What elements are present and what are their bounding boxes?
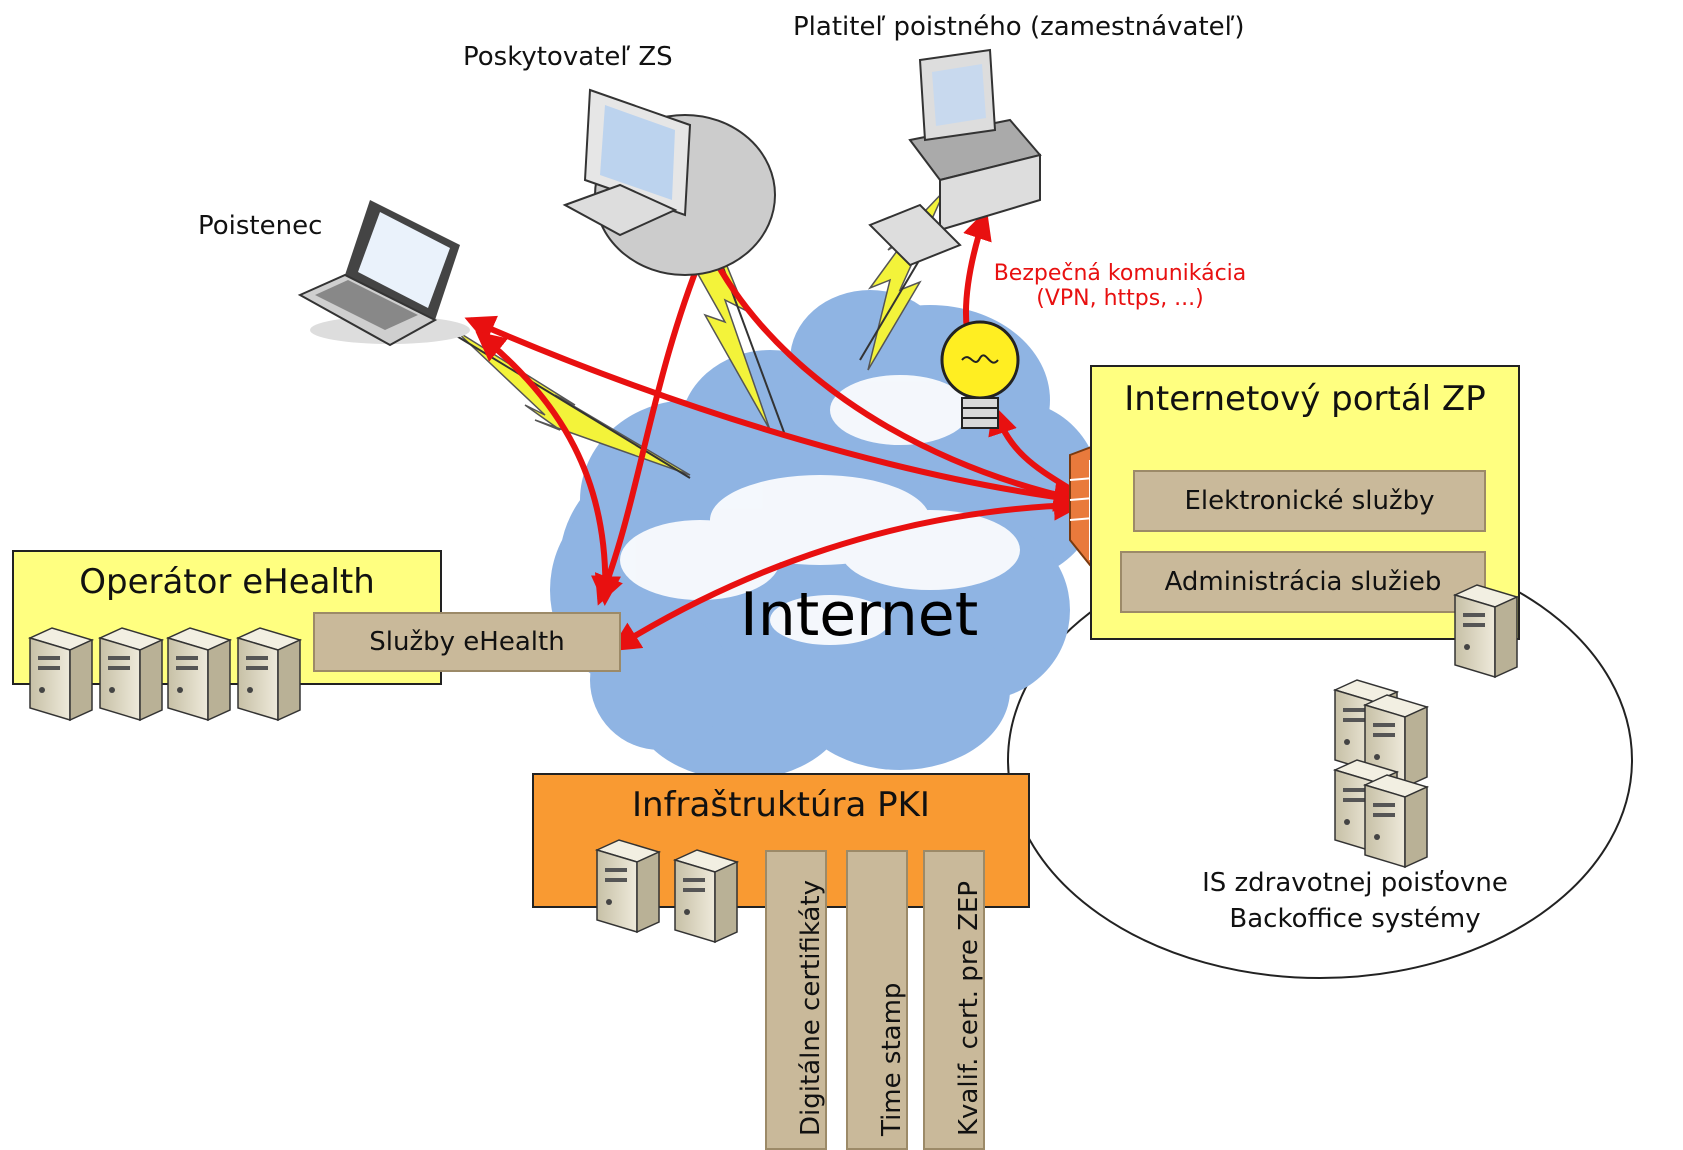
pki-title: Infraštruktúra PKI	[632, 785, 930, 825]
pki-column-timestamp-label: Time stamp	[877, 982, 907, 1136]
ehealth-services-box: Služby eHealth	[313, 612, 621, 672]
electronic-services-label: Elektronické služby	[1184, 486, 1435, 516]
poistenec-label: Poistenec	[198, 211, 323, 241]
backoffice-line2: Backoffice systémy	[1229, 904, 1481, 934]
laptop-icon	[297, 200, 470, 347]
ehealth-services-label: Služby eHealth	[369, 627, 565, 657]
pki-column-timestamp: Time stamp	[846, 850, 908, 1150]
backoffice-label: IS zdravotnej poisťovne Backoffice systé…	[1190, 865, 1520, 937]
pki-column-certificates-label: Digitálne certifikáty	[796, 880, 826, 1136]
platitel-label: Platiteľ poistného (zamestnávateľ)	[793, 12, 1245, 42]
pki-column-certificates: Digitálne certifikáty	[765, 850, 827, 1150]
desktop-pc-icon	[868, 48, 1042, 267]
secure-comm-label: Bezpečná komunikácia (VPN, https, ...)	[985, 261, 1255, 311]
monitor-icon	[562, 88, 776, 276]
portal-title: Internetový portál ZP	[1124, 379, 1486, 419]
secure-comm-line2: (VPN, https, ...)	[1036, 286, 1204, 311]
secure-comm-line1: Bezpečná komunikácia	[993, 261, 1247, 286]
pki-column-qualified-label: Kvalif. cert. pre ZEP	[954, 880, 984, 1136]
internet-label: Internet	[740, 580, 979, 650]
pki-column-qualified: Kvalif. cert. pre ZEP	[923, 850, 985, 1150]
light-bulb-icon	[940, 320, 1020, 429]
service-admin-box: Administrácia služieb	[1120, 551, 1486, 613]
poskytovatel-label: Poskytovateľ ZS	[463, 42, 673, 72]
electronic-services-box: Elektronické služby	[1133, 470, 1486, 532]
communication-arrows	[464, 209, 1084, 652]
backoffice-line1: IS zdravotnej poisťovne	[1202, 868, 1508, 898]
service-admin-label: Administrácia služieb	[1164, 567, 1442, 597]
ehealth-title: Operátor eHealth	[79, 562, 375, 602]
